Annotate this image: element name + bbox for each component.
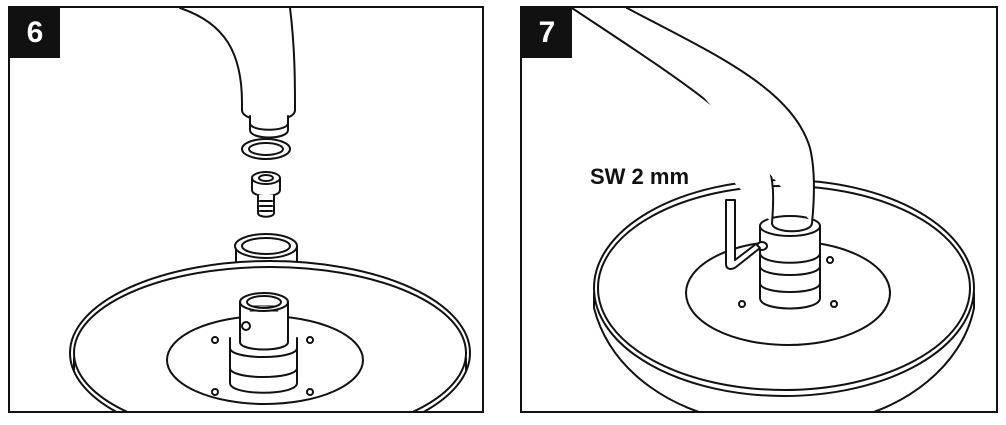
hex-key-icon: [725, 199, 761, 270]
step-7-panel: 7 SW 2 mm: [520, 6, 998, 413]
step-6-illustration: [69, 8, 471, 411]
step-6-panel: 6: [8, 6, 484, 413]
step-6-number: 6: [10, 8, 60, 58]
shower-arm: [571, 8, 815, 233]
threaded-fitting: [229, 292, 298, 394]
step-7-number: 7: [522, 8, 572, 58]
flow-limiter: [251, 171, 281, 218]
collar-nut: [756, 215, 821, 264]
threaded-fitting: [759, 252, 821, 310]
hex-key-size-label: SW 2 mm: [590, 164, 690, 189]
o-ring: [241, 138, 291, 160]
step-7-illustration: [571, 8, 975, 411]
shower-arm: [179, 8, 296, 139]
